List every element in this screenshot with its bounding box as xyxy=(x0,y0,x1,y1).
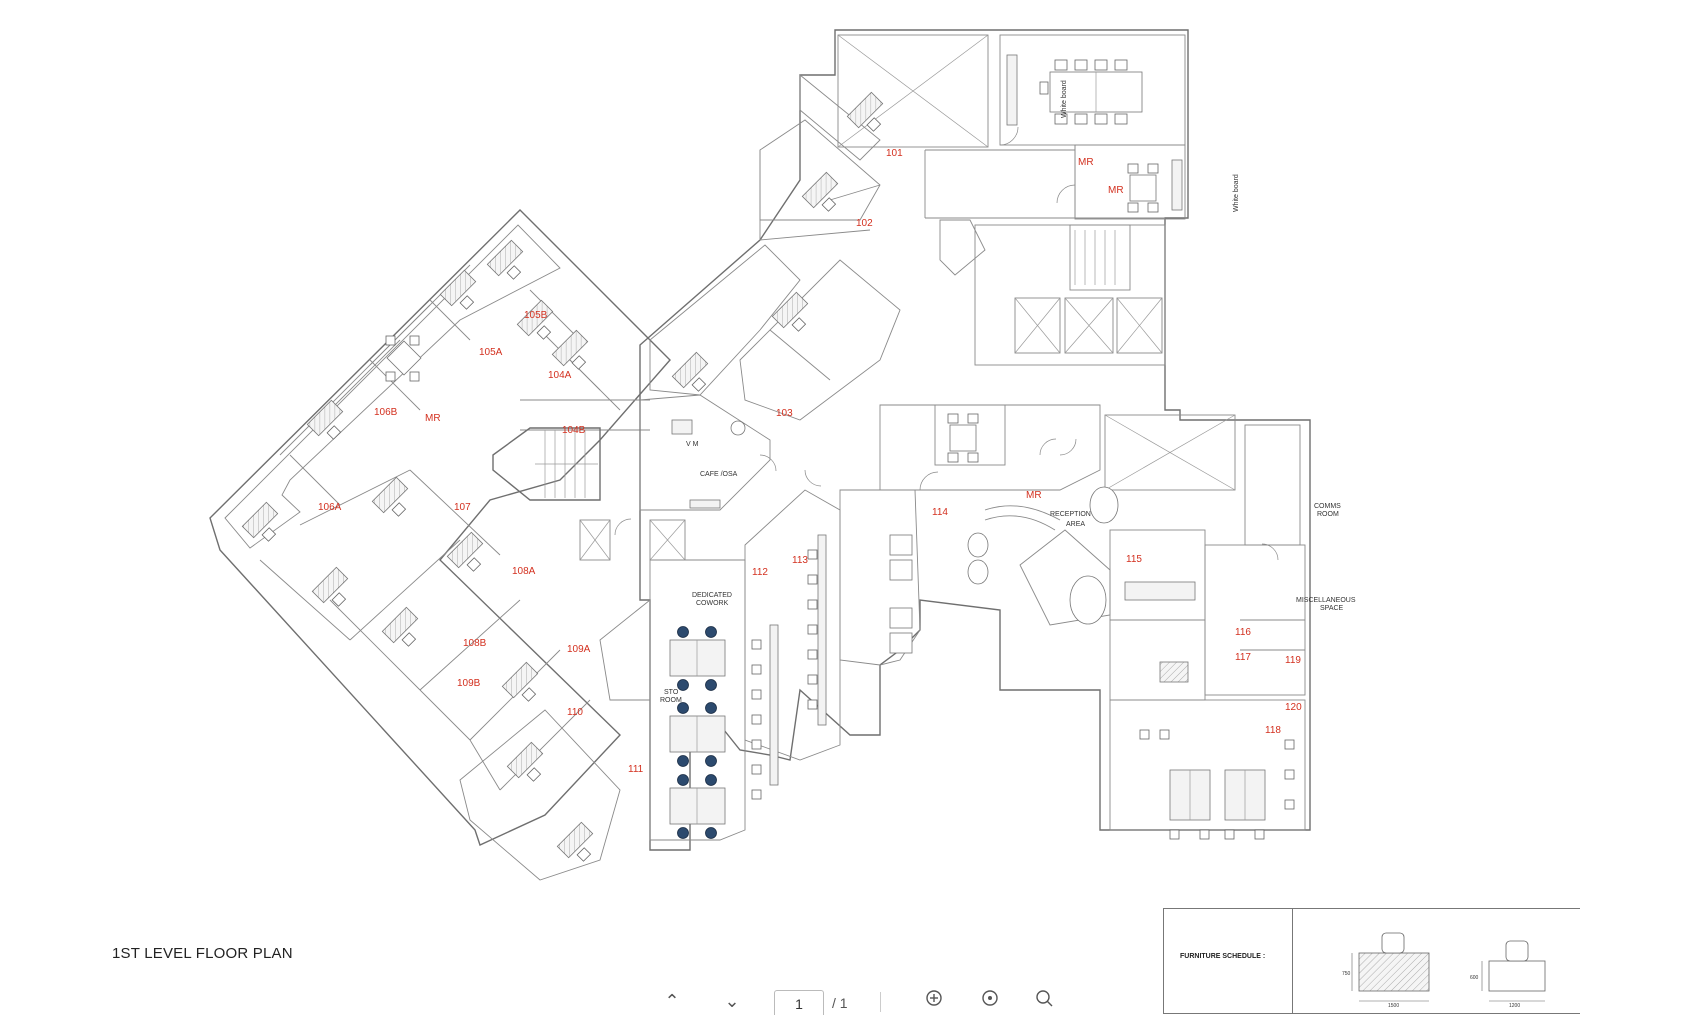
room-112[interactable]: 112 xyxy=(752,567,768,578)
room-labels[interactable]: 101 102 103 104A 104B 105A 105B 106A 106… xyxy=(318,148,1302,775)
cowork-label-2: COWORK xyxy=(696,600,729,607)
schedule-divider xyxy=(1292,909,1293,1013)
furniture xyxy=(241,54,1295,862)
meeting-room-label[interactable]: MR xyxy=(1078,157,1094,168)
room-117[interactable]: 117 xyxy=(1235,652,1251,663)
search-icon[interactable] xyxy=(1032,988,1056,1014)
meeting-room-label[interactable]: MR xyxy=(425,413,441,424)
room-118[interactable]: 118 xyxy=(1265,725,1281,736)
west-wing xyxy=(209,209,671,881)
room-109a[interactable]: 109A xyxy=(567,644,591,655)
room-103[interactable]: 103 xyxy=(776,408,793,419)
room-108b[interactable]: 108B xyxy=(463,638,487,649)
whiteboard-label-1: White board xyxy=(1061,80,1068,118)
schedule-label: FURNITURE SCHEDULE : xyxy=(1180,953,1266,960)
dim-1: 1500 xyxy=(1388,1003,1399,1009)
room-101[interactable]: 101 xyxy=(886,148,903,159)
area-labels: RECEPTION AREA CAFE /OSA DEDICATED COWOR… xyxy=(660,80,1356,704)
meeting-room-label[interactable]: MR xyxy=(1108,185,1124,196)
reception-label-1: RECEPTION xyxy=(1050,511,1091,518)
page-total: / 1 xyxy=(832,995,848,1011)
cowork-label-1: DEDICATED xyxy=(692,592,732,599)
room-115[interactable]: 115 xyxy=(1126,554,1142,565)
room-113[interactable]: 113 xyxy=(792,555,808,566)
cafe-label: CAFE /OSA xyxy=(700,471,738,478)
misc-label-2: SPACE xyxy=(1320,605,1344,612)
schedule-legend: 1500 750 1200 600 xyxy=(1342,932,1546,1009)
cowork-desks xyxy=(669,626,726,839)
page-number-input[interactable]: 1 xyxy=(774,990,824,1015)
pdf-viewer-toolbar: ⌃ ⌄ 1 / 1 xyxy=(640,988,1070,1016)
room-106a[interactable]: 106A xyxy=(318,502,342,513)
dim-3: 1200 xyxy=(1509,1003,1520,1009)
room-110[interactable]: 110 xyxy=(567,707,583,718)
chevron-up-icon[interactable]: ⌃ xyxy=(664,991,680,1011)
drawing-title: 1ST LEVEL FLOOR PLAN xyxy=(112,945,293,962)
dim-4: 600 xyxy=(1470,975,1479,981)
doors xyxy=(614,126,1279,561)
toolbar-divider xyxy=(880,992,881,1012)
room-105b[interactable]: 105B xyxy=(524,310,548,321)
room-114[interactable]: 114 xyxy=(932,507,948,518)
room-104a[interactable]: 104A xyxy=(548,370,572,381)
room-108a[interactable]: 108A xyxy=(512,566,536,577)
whiteboard-label-2: White board xyxy=(1233,174,1240,212)
sto-label-2: ROOM xyxy=(660,697,682,704)
misc-label-1: MISCELLANEOUS xyxy=(1296,597,1356,604)
room-109b[interactable]: 109B xyxy=(457,678,481,689)
zoom-in-icon[interactable] xyxy=(922,988,946,1014)
room-107[interactable]: 107 xyxy=(454,502,471,513)
room-119[interactable]: 119 xyxy=(1285,655,1301,666)
room-104b[interactable]: 104B xyxy=(562,425,586,436)
room-116[interactable]: 116 xyxy=(1235,627,1251,638)
meeting-room-label[interactable]: MR xyxy=(1026,490,1042,501)
furniture-schedule: FURNITURE SCHEDULE : 1500 750 1200 600 xyxy=(1163,908,1580,1014)
zoom-reset-icon[interactable] xyxy=(978,988,1002,1014)
chevron-down-icon[interactable]: ⌄ xyxy=(724,991,740,1011)
stair-left xyxy=(492,427,601,501)
room-102[interactable]: 102 xyxy=(856,218,873,229)
vm-label: V M xyxy=(686,441,699,448)
room-120[interactable]: 120 xyxy=(1285,702,1302,713)
room-105a[interactable]: 105A xyxy=(479,347,503,358)
sto-label-1: STO xyxy=(664,689,679,696)
comms-label-2: ROOM xyxy=(1317,511,1339,518)
dim-2: 750 xyxy=(1342,971,1351,977)
comms-label-1: COMMS xyxy=(1314,503,1341,510)
reception-label-2: AREA xyxy=(1066,521,1085,528)
room-106b[interactable]: 106B xyxy=(374,407,398,418)
room-111[interactable]: 111 xyxy=(628,764,644,775)
